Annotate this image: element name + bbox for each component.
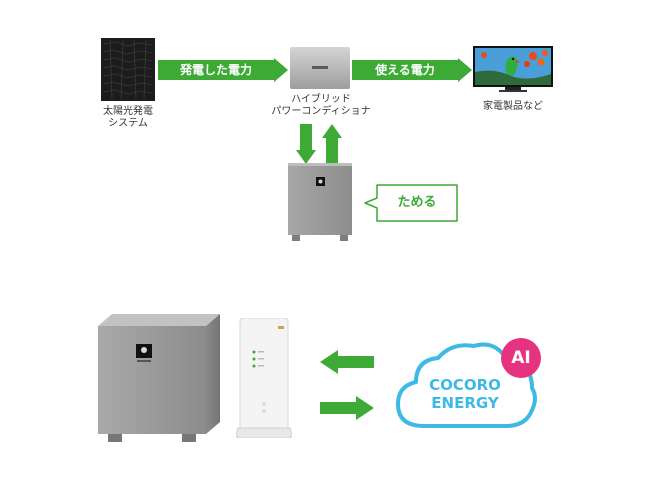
data-exchange-arrows <box>320 350 374 420</box>
generated-power-label: 発電した電力 <box>179 63 252 77</box>
usable-power-label: 使える電力 <box>375 63 435 77</box>
ai-badge-label: AI <box>511 348 531 368</box>
arrow-down <box>296 124 316 164</box>
power-conditioner-image <box>290 47 350 89</box>
power-conditioner-label: ハイブリッド パワーコンディショナ <box>271 94 371 117</box>
storage-battery-image <box>288 163 352 243</box>
large-storage-battery-image <box>98 314 220 442</box>
cocoro-energy-line2: ENERGY <box>431 394 499 412</box>
router-device-icon <box>236 318 292 438</box>
solar-panel-image <box>101 38 155 101</box>
tv-parrot-image <box>473 46 553 92</box>
arrow-left <box>320 350 374 374</box>
cocoro-energy-cloud: COCORO ENERGY <box>394 336 540 432</box>
cocoro-energy-line1: COCORO <box>429 376 501 394</box>
usable-power-arrow: 使える電力 <box>352 58 472 82</box>
generated-power-arrow: 発電した電力 <box>158 58 288 82</box>
arrow-up <box>322 124 342 164</box>
solar-system-label: 太陽光発電 システム <box>103 106 153 129</box>
appliances-label: 家電製品など <box>483 101 543 112</box>
store-callout: ためる <box>363 184 459 222</box>
ai-badge: AI <box>501 338 541 378</box>
arrow-right <box>320 396 374 420</box>
charge-discharge-arrows <box>296 124 346 164</box>
store-callout-label: ためる <box>397 195 437 210</box>
